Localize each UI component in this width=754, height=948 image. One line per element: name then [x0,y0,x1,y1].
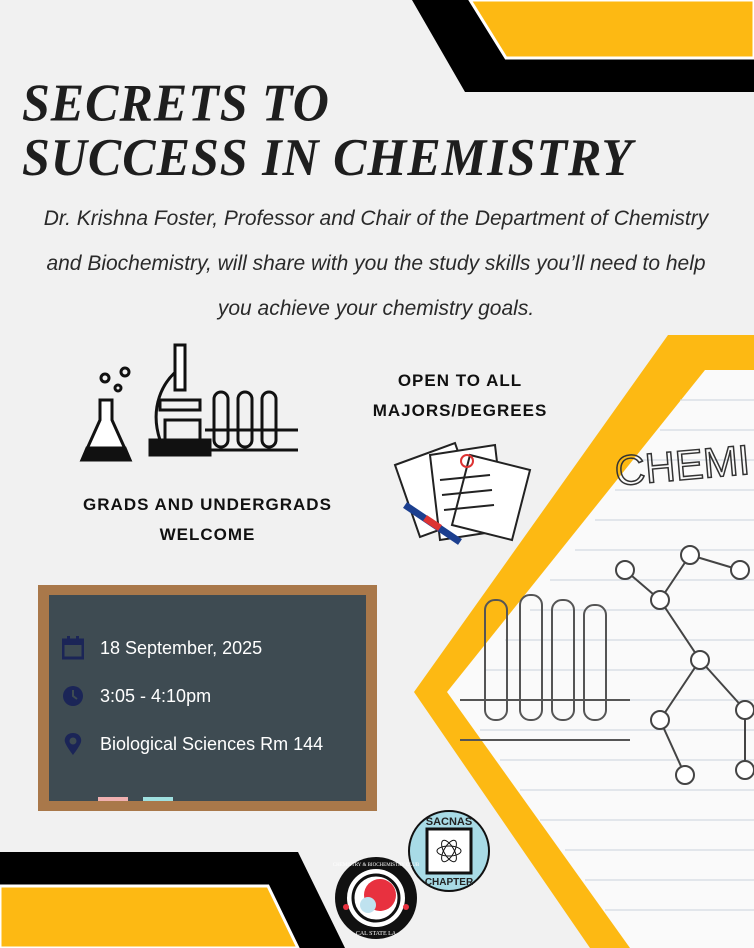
top-yellow-band [468,0,754,60]
open-to-all-callout: OPEN TO ALL MAJORS/DEGREES [330,366,590,426]
event-time: 3:05 - 4:10pm [100,685,212,706]
chalk-pink [98,797,128,801]
papers-pen-illustration [393,441,532,545]
chalk-teal [143,797,173,801]
sacnas-chapter-logo: SACNAS CHAPTER [408,810,490,892]
bottom-yellow-band [0,884,300,948]
open-line-2: MAJORS/DEGREES [372,401,548,420]
grads-welcome-callout: GRADS AND UNDERGRADS WELCOME [20,490,395,550]
location-pin-icon [64,733,82,755]
page-title: SECRETS TO SUCCESS IN CHEMISTRY [22,75,633,184]
calendar-icon [62,636,84,660]
event-date: 18 September, 2025 [100,637,263,658]
open-line-1: OPEN TO ALL [397,371,523,390]
event-time-row: 3:05 - 4:10pm [62,684,211,708]
club-bottom-text: CAL STATE LA [356,931,397,937]
event-location-row: Biological Sciences Rm 144 [62,732,323,756]
chapter-text: CHAPTER [425,877,474,888]
grads-line-1: GRADS AND UNDERGRADS [83,495,332,514]
title-line-1: SECRETS TO [22,73,330,133]
chem-biochem-club-logo: CHEMISTRY & BIOCHEMISTRY CLUB CAL STATE … [333,857,420,939]
event-date-row: 18 September, 2025 [62,636,262,660]
club-ring-text: CHEMISTRY & BIOCHEMISTRY CLUB [333,863,420,868]
title-line-2: SUCCESS IN CHEMISTRY [22,127,633,187]
sacnas-text: SACNAS [426,816,472,828]
event-description: Dr. Krishna Foster, Professor and Chair … [43,207,709,320]
notebook-image [447,370,754,948]
lab-equipment-illustration [79,343,298,462]
chalkboard [49,595,366,801]
event-location: Biological Sciences Rm 144 [100,733,324,754]
molecule-sketch [615,545,754,785]
grads-line-2: WELCOME [159,525,256,544]
test-tube-sketch [460,594,630,741]
clock-icon [63,686,83,706]
